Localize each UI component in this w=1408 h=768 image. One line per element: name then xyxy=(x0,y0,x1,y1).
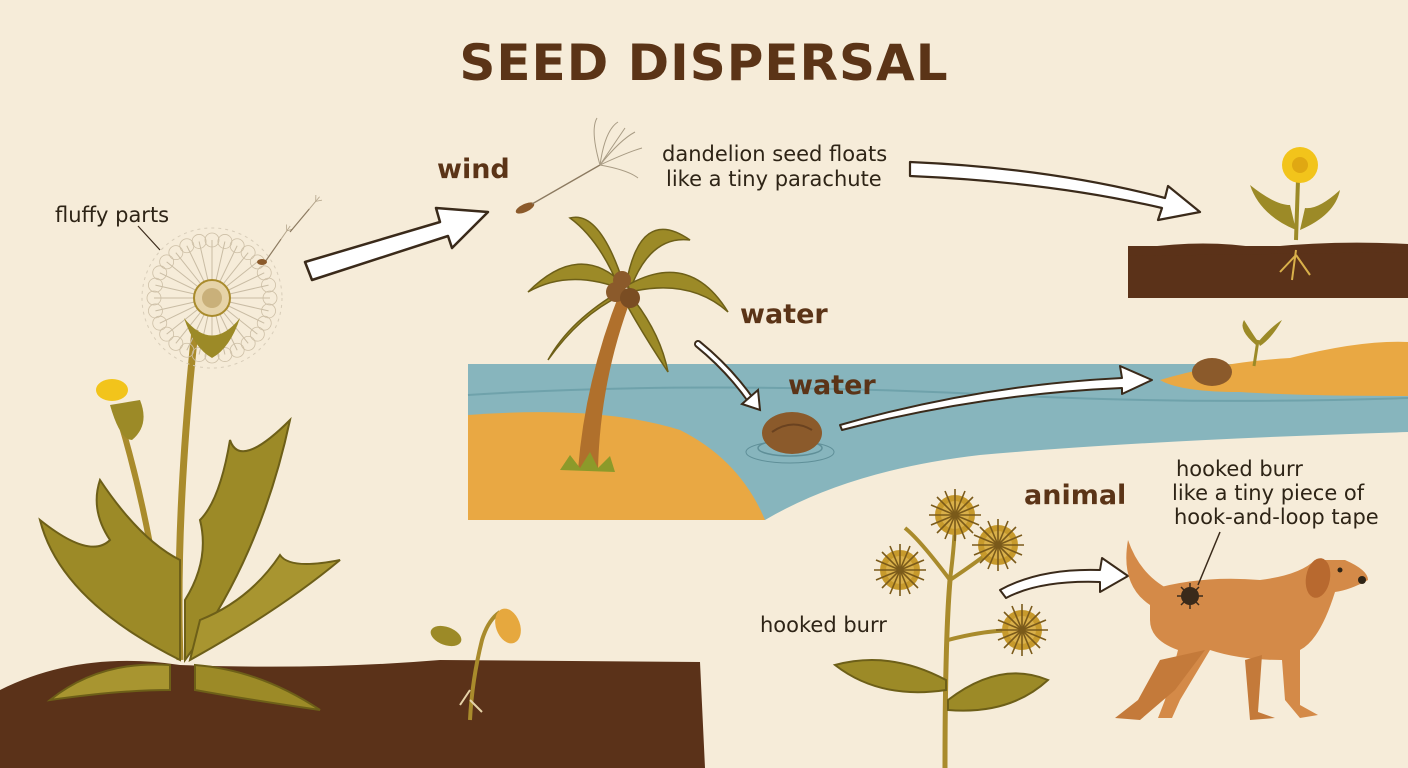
burr-caption-line-3: hook-and-loop tape xyxy=(1174,505,1379,529)
soil-left xyxy=(0,660,705,768)
hooked-burr-plant-label: hooked burr xyxy=(760,613,887,637)
burr-plant xyxy=(832,488,1050,768)
water-label-top: water xyxy=(740,299,828,330)
wind-label: wind xyxy=(437,154,510,185)
palm-tree xyxy=(527,216,729,472)
floating-coconut xyxy=(762,412,822,454)
animal-arrow xyxy=(999,557,1129,599)
burr-caption-line-1: hooked burr xyxy=(1176,457,1303,481)
page-title: SEED DISPERSAL xyxy=(459,34,949,92)
new-dandelion xyxy=(1128,147,1408,298)
river-scene xyxy=(467,320,1408,520)
washed-up-coconut xyxy=(1192,358,1232,386)
burr-caption-line-2: like a tiny piece of xyxy=(1172,481,1365,505)
animal-label: animal xyxy=(1024,480,1127,511)
water-label-river: water xyxy=(788,370,876,401)
dog xyxy=(1115,531,1368,720)
dandelion-caption-line-2: like a tiny parachute xyxy=(666,167,882,191)
dandelion-plant xyxy=(0,193,705,768)
wind-arrow xyxy=(303,206,490,282)
flying-dandelion-seed xyxy=(515,117,643,214)
seedling xyxy=(430,608,521,721)
float-arrow xyxy=(839,365,1153,431)
parachute-arrow xyxy=(908,160,1202,222)
fluffy-parts-label: fluffy parts xyxy=(55,203,170,227)
dandelion-caption-line-1: dandelion seed floats xyxy=(662,142,888,166)
